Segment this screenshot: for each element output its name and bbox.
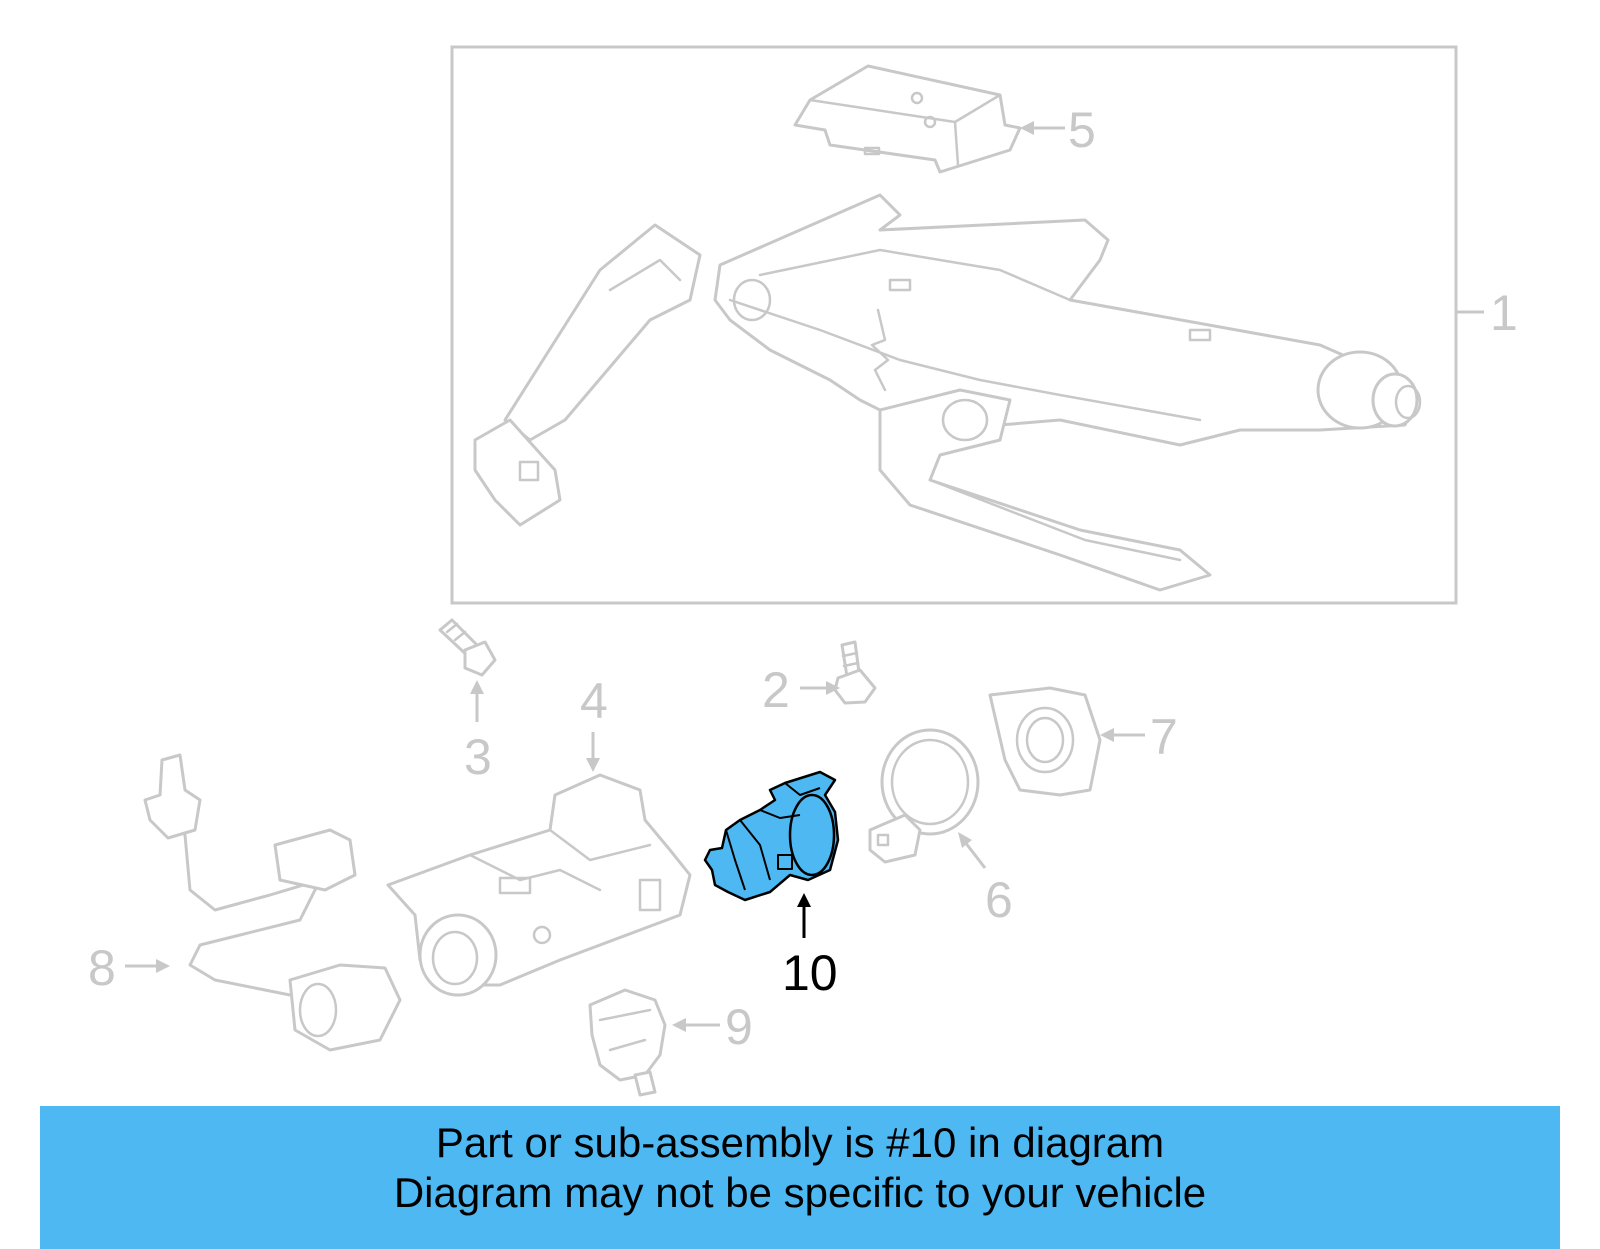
callout-1: 1 <box>1490 285 1518 341</box>
callout-8: 8 <box>88 940 116 996</box>
part-6-ring-sensor[interactable] <box>868 728 980 864</box>
part-10-lock-cylinder-highlighted[interactable] <box>703 770 840 902</box>
callout-3: 3 <box>464 729 492 785</box>
caption-bar: Part or sub-assembly is #10 in diagram D… <box>40 1106 1560 1249</box>
steering-column-inset-box <box>450 45 1458 605</box>
callout-10-arrowhead <box>797 893 811 907</box>
part-9-switch[interactable] <box>588 988 667 1097</box>
part-2-bolt[interactable] <box>833 640 877 705</box>
callout-10: 10 <box>782 945 838 1001</box>
part-3-bolt[interactable] <box>438 618 497 677</box>
part-4-lock-housing[interactable] <box>386 773 692 997</box>
part-5-module[interactable] <box>793 64 1022 174</box>
callout-9: 9 <box>725 999 753 1055</box>
callout-6-leader <box>963 841 987 869</box>
part-7-bezel[interactable] <box>988 686 1102 797</box>
caption-line-1: Part or sub-assembly is #10 in diagram <box>435 1119 1165 1166</box>
caption-line-2: Diagram may not be specific to your vehi… <box>393 1169 1207 1216</box>
callout-2: 2 <box>762 662 790 718</box>
part-1-steering-column[interactable] <box>473 193 1422 592</box>
part-8-wiring-harness[interactable] <box>143 753 402 1052</box>
callout-6: 6 <box>985 872 1013 928</box>
callout-7: 7 <box>1150 709 1178 765</box>
callout-4: 4 <box>580 673 608 729</box>
callout-5: 5 <box>1068 102 1096 158</box>
